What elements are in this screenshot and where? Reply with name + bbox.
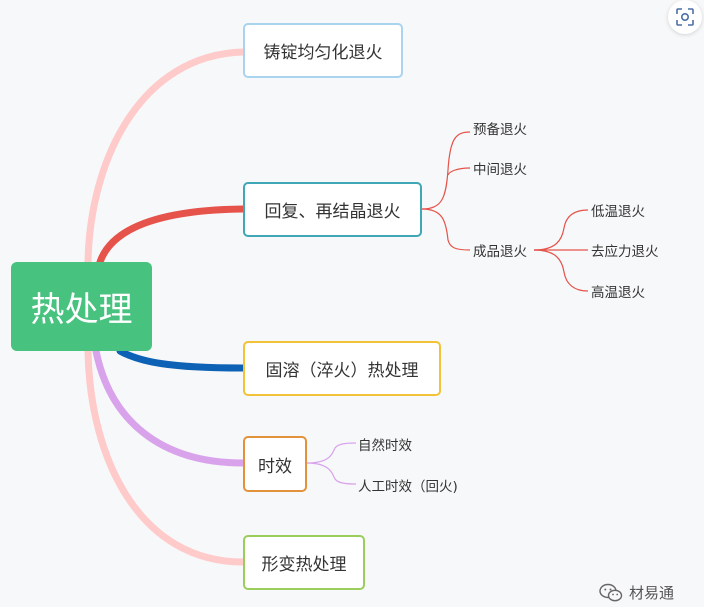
leaf-preliminary-anneal[interactable]: 预备退火 (473, 122, 527, 138)
connector-branch-5 (84, 347, 247, 566)
watermark-text: 材易通 (629, 584, 675, 602)
root-node[interactable]: 热处理 (11, 262, 152, 351)
scan-icon (676, 8, 694, 26)
leaf-final-anneal[interactable]: 成品退火 (473, 244, 527, 260)
connector-branch-1 (84, 48, 247, 266)
connector-sub-1 (421, 131, 471, 210)
watermark: 材易通 (599, 582, 674, 603)
connector-sub-3 (421, 208, 471, 251)
leaf-stress-relief-anneal[interactable]: 去应力退火 (591, 244, 659, 260)
node-thermomechanical-treatment[interactable]: 形变热处理 (243, 535, 365, 590)
scan-button[interactable] (668, 0, 702, 34)
leaf-artificial-aging[interactable]: 人工时效（回火) (358, 479, 458, 495)
connector-sub-7 (306, 442, 357, 464)
node-aging[interactable]: 时效 (243, 436, 307, 492)
leaf-low-temp-anneal[interactable]: 低温退火 (591, 204, 645, 220)
node-solution-quench-treatment[interactable]: 固溶（淬火）热处理 (243, 341, 441, 396)
connector-branch-4 (92, 347, 247, 467)
connector-sub-8 (306, 462, 357, 485)
connector-sub-4 (533, 209, 589, 251)
leaf-intermediate-anneal[interactable]: 中间退火 (473, 162, 527, 178)
node-recovery-recrystallization-anneal[interactable]: 回复、再结晶退火 (243, 182, 422, 237)
leaf-high-temp-anneal[interactable]: 高温退火 (591, 285, 645, 301)
connector-branch-2 (96, 205, 247, 266)
wechat-icon (599, 583, 623, 601)
leaf-natural-aging[interactable]: 自然时效 (358, 438, 412, 454)
connector-branch-3 (116, 347, 247, 372)
connector-sub-6 (533, 249, 589, 292)
node-ingot-homogenization-anneal[interactable]: 铸锭均匀化退火 (243, 23, 403, 78)
connector-sub-2 (447, 167, 471, 176)
